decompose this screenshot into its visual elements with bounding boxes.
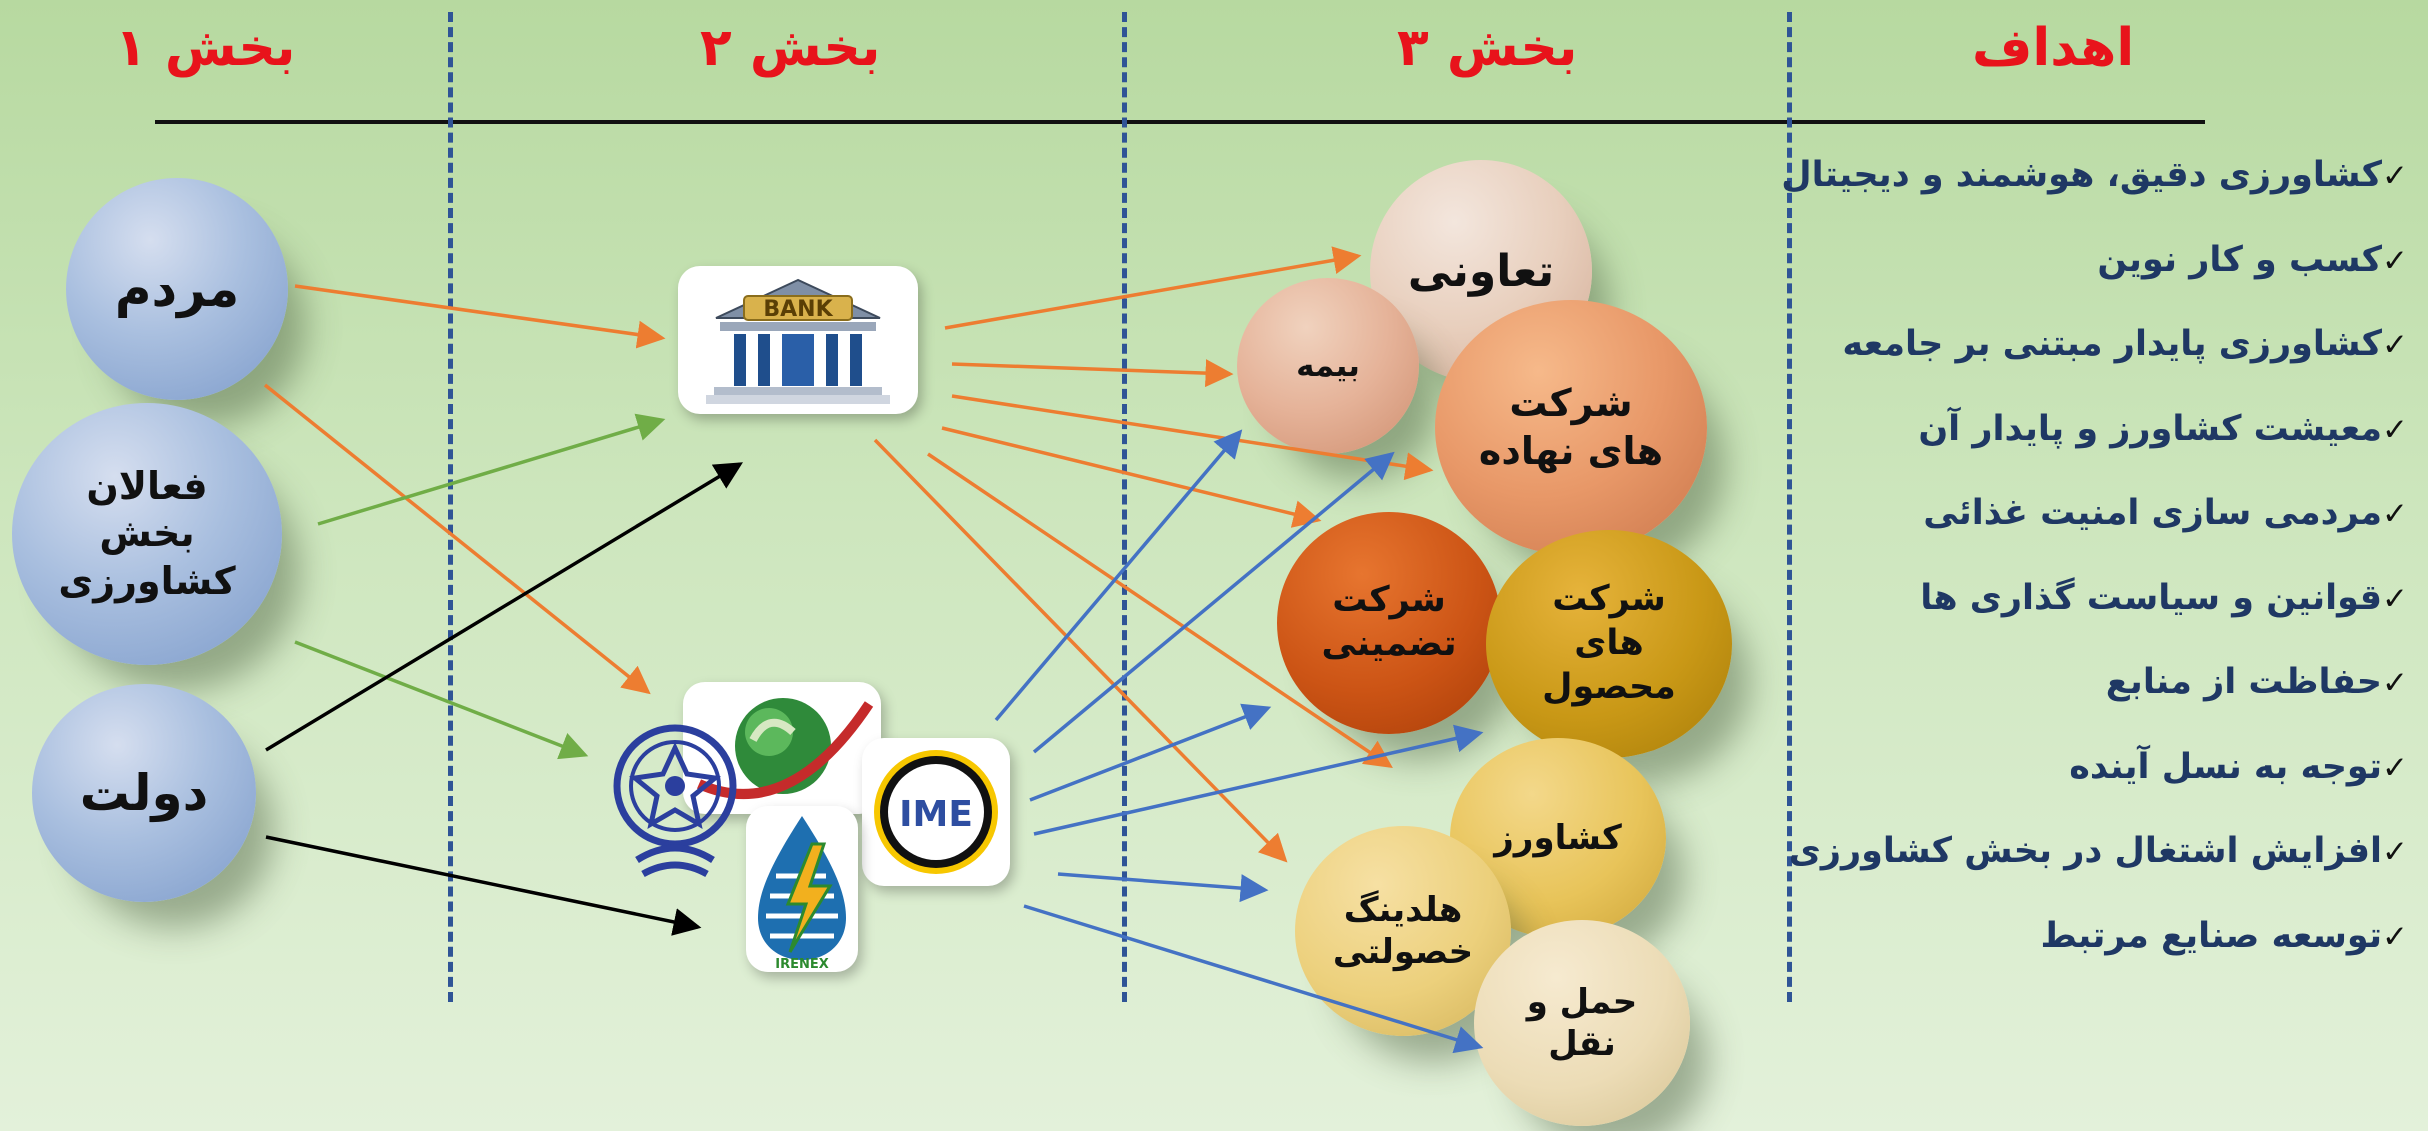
node-guarantee-line2: تضمینی bbox=[1321, 624, 1457, 664]
node-government: دولت bbox=[32, 684, 256, 902]
goal-item: ✓توجه به نسل آینده bbox=[2069, 746, 2408, 787]
node-input-companies: شرکت های نهاده bbox=[1435, 300, 1707, 555]
node-product-companies: شرکت های محصول bbox=[1486, 530, 1732, 758]
header-section-1: بخش ۱ bbox=[115, 18, 296, 78]
check-icon: ✓ bbox=[2382, 327, 2408, 363]
goals-list: ✓کشاورزی دقیق، هوشمند و دیجیتال ✓کسب و ک… bbox=[1781, 150, 2409, 995]
node-transport: حمل و نقل bbox=[1474, 920, 1690, 1126]
node-agri-actors-line1: فعالان bbox=[86, 463, 208, 508]
node-people: مردم bbox=[66, 178, 288, 400]
goal-item: ✓توسعه صنایع مرتبط bbox=[2040, 915, 2409, 956]
arrow-bank-insurance bbox=[951, 359, 1234, 388]
node-guarantee-company: شرکت تضمینی bbox=[1277, 512, 1501, 734]
arrow-ime-holding bbox=[1057, 872, 1269, 903]
goal-item: ✓مردمی سازی امنیت غذائی bbox=[1923, 493, 2408, 533]
check-icon: ✓ bbox=[2382, 158, 2408, 194]
node-product-line1: شرکت bbox=[1552, 579, 1666, 620]
irenex-text: IRENEX bbox=[775, 957, 829, 972]
node-transport-line1: حمل و bbox=[1526, 981, 1638, 1022]
bank-logo: BANK bbox=[678, 266, 918, 414]
divider-1 bbox=[448, 12, 453, 1002]
node-agri-actors-line2: بخش bbox=[99, 511, 195, 556]
node-holding-line2: خصولتی bbox=[1332, 932, 1474, 972]
check-icon: ✓ bbox=[2382, 918, 2408, 955]
node-guarantee-line1: شرکت bbox=[1332, 580, 1446, 621]
node-input-companies-line1: شرکت bbox=[1509, 381, 1633, 425]
arrow-gov-bank bbox=[265, 462, 743, 752]
arrow-people-bank bbox=[294, 284, 666, 349]
goal-item: ✓کشاورزی پایدار مبتنی بر جامعه bbox=[1842, 324, 2408, 364]
goal-item: ✓کسب و کار نوین bbox=[2097, 239, 2408, 280]
check-icon: ✓ bbox=[2382, 834, 2408, 870]
arrow-actors-farmlogo bbox=[294, 640, 589, 760]
ime-logo: IME bbox=[862, 738, 1010, 886]
check-icon: ✓ bbox=[2382, 242, 2408, 279]
arrow-gov-irenex bbox=[265, 835, 702, 936]
node-agri-actors-line3: کشاورزی bbox=[58, 558, 236, 603]
seal-emblem-icon bbox=[613, 724, 737, 878]
arrow-actors-bank bbox=[317, 413, 666, 526]
arrow-bank-product bbox=[927, 452, 1393, 768]
goal-item: ✓حفاظت از منابع bbox=[2105, 662, 2408, 702]
node-insurance: بیمه bbox=[1237, 278, 1419, 454]
ime-text: IME bbox=[899, 794, 973, 835]
green-globe-icon bbox=[696, 698, 874, 799]
check-icon: ✓ bbox=[2382, 411, 2408, 448]
arrow-bank-inputs bbox=[951, 394, 1434, 481]
node-input-companies-line2: های نهاده bbox=[1478, 428, 1664, 473]
goal-item: ✓قوانین و سیاست گذاری ها bbox=[1920, 577, 2408, 618]
emblem-logo bbox=[607, 722, 745, 890]
node-agri-actors: فعالان بخش کشاورزی bbox=[12, 403, 282, 665]
divider-3 bbox=[1787, 12, 1792, 1002]
header-section-3: بخش ۳ bbox=[1397, 18, 1578, 78]
divider-2 bbox=[1122, 12, 1127, 1002]
arrow-ime-insurance bbox=[994, 429, 1243, 722]
goal-item: ✓معیشت کشاورز و پایدار آن bbox=[1918, 408, 2408, 449]
node-transport-line2: نقل bbox=[1548, 1024, 1616, 1064]
node-product-line2: های bbox=[1574, 623, 1644, 664]
check-icon: ✓ bbox=[2382, 665, 2408, 701]
irenex-logo: IRENEX bbox=[746, 806, 858, 972]
arrow-ime-inputs bbox=[1032, 451, 1395, 754]
bank-text: BANK bbox=[763, 297, 833, 322]
arrow-bank-cooperative bbox=[944, 246, 1362, 330]
goal-item: ✓افزایش اشتغال در بخش کشاورزی bbox=[1788, 831, 2408, 871]
check-icon: ✓ bbox=[2382, 580, 2408, 617]
arrow-bank-holding bbox=[873, 438, 1288, 863]
ime-emblem-icon: IME bbox=[874, 750, 998, 874]
bank-building-icon: BANK bbox=[706, 278, 890, 404]
check-icon: ✓ bbox=[2382, 749, 2408, 786]
check-icon: ✓ bbox=[2382, 496, 2408, 532]
arrow-ime-guarantee bbox=[1029, 703, 1272, 802]
node-holding-line1: هلدینگ bbox=[1343, 889, 1463, 930]
arrow-bank-guarantee bbox=[941, 426, 1322, 528]
arrow-ime-product bbox=[1033, 724, 1484, 836]
header-underline bbox=[155, 120, 2205, 124]
header-section-2: بخش ۲ bbox=[700, 18, 881, 78]
node-product-line3: محصول bbox=[1542, 666, 1676, 707]
arrow-ime-transport bbox=[1023, 904, 1484, 1054]
arrow-people-farmlogo bbox=[263, 383, 651, 695]
goal-item: ✓کشاورزی دقیق، هوشمند و دیجیتال bbox=[1781, 155, 2408, 195]
irenex-emblem-icon: IRENEX bbox=[758, 816, 846, 972]
header-goals: اهداف bbox=[1972, 18, 2135, 78]
